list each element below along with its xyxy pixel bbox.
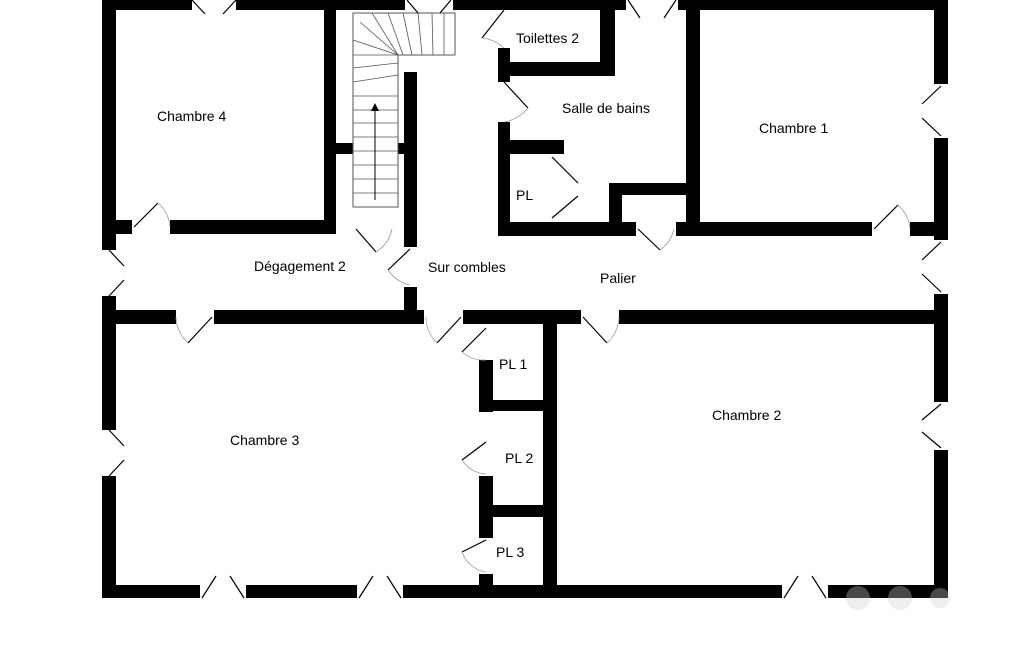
- room-label-chambre-1: Chambre 1: [759, 120, 828, 136]
- room-label-chambre-4: Chambre 4: [157, 108, 226, 124]
- room-labels: Chambre 4 Toilettes 2 Salle de bains Cha…: [157, 30, 828, 560]
- room-label-sur-combles: Sur combles: [428, 259, 506, 275]
- room-label-toilettes-2: Toilettes 2: [516, 30, 579, 46]
- room-label-chambre-2: Chambre 2: [712, 407, 781, 423]
- stair-arrow-icon: [371, 103, 379, 111]
- interior-walls: [102, 0, 948, 598]
- room-label-pl: PL: [516, 187, 533, 203]
- room-label-degagement-2: Dégagement 2: [254, 258, 346, 274]
- staircase: [352, 12, 456, 208]
- room-label-pl-2: PL 2: [505, 450, 533, 466]
- room-label-salle-de-bains: Salle de bains: [562, 100, 650, 116]
- room-label-palier: Palier: [600, 270, 636, 286]
- doors: [102, 0, 948, 599]
- room-label-pl-3: PL 3: [496, 544, 524, 560]
- watermark-logo: [846, 586, 950, 610]
- room-label-pl-1: PL 1: [499, 356, 527, 372]
- room-label-chambre-3: Chambre 3: [230, 432, 299, 448]
